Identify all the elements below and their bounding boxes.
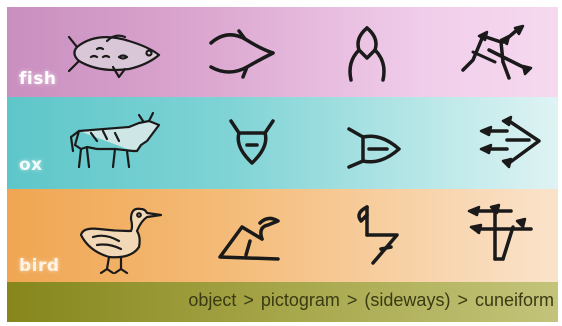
row-bird: bird [7,189,558,282]
row-label-ox: ox [19,155,43,175]
caption-separator: > [340,290,365,310]
caption-step-cuneiform: cuneiform [475,290,554,310]
bird-pictogram [212,207,287,267]
caption-separator: > [450,290,475,310]
caption-step-object: object [188,290,236,310]
bird-object-drawing [75,201,170,276]
fish-sideways [337,22,397,87]
stage-caption: object>pictogram>(sideways)>cuneiform [7,290,558,311]
caption-separator: > [236,290,261,310]
ox-sideways [345,115,405,170]
caption-step-sideways: (sideways) [364,290,450,310]
fish-object-drawing [67,27,167,82]
row-label-fish: fish [19,69,56,89]
row-ox: ox [7,97,558,189]
ox-object-drawing [67,111,167,176]
ox-pictogram [225,115,280,170]
caption-bar: object>pictogram>(sideways)>cuneiform [7,282,558,322]
fish-cuneiform [459,22,539,87]
row-label-bird: bird [19,256,60,276]
bird-sideways [345,201,405,271]
ox-cuneiform [477,109,549,174]
row-fish: fish [7,7,558,97]
bird-cuneiform [465,201,545,271]
caption-step-pictogram: pictogram [261,290,340,310]
fish-pictogram [205,27,280,82]
